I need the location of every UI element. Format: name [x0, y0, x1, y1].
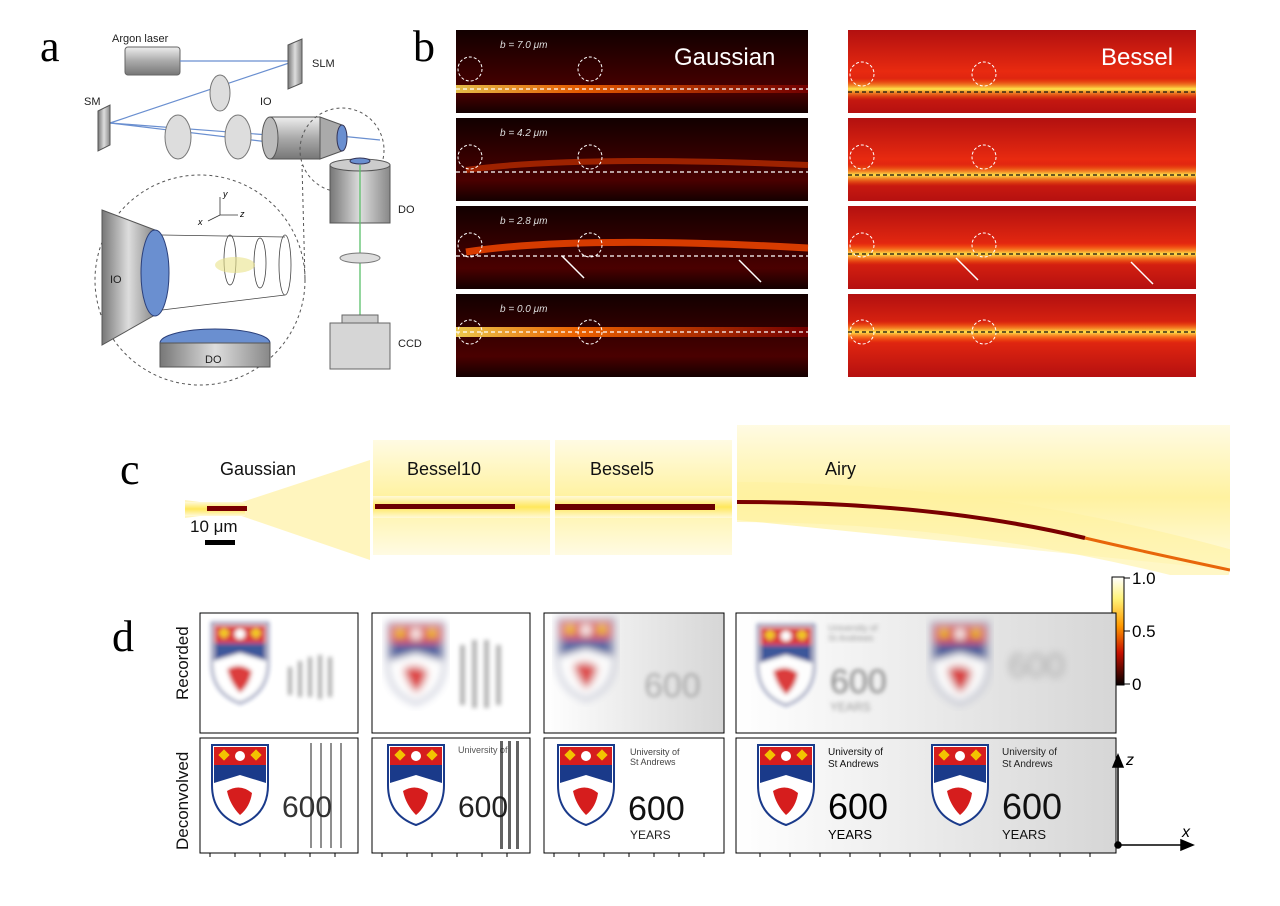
slm-label: SLM: [312, 58, 335, 70]
deconvolved-gaussian: 600: [199, 737, 359, 854]
deconvolved-bessel5-st: St Andrews: [630, 757, 676, 767]
beam-label-gaussian: Gaussian: [220, 459, 296, 479]
axis-z-indicator-label: z: [1125, 752, 1134, 769]
b-value-3: b = 2.8 μm: [500, 216, 547, 227]
zx-axis-indicator: [1111, 753, 1195, 852]
panel-label-a: a: [40, 22, 60, 71]
deconvolved-airy-st-b: St Andrews: [1002, 759, 1053, 770]
recorded-bessel5-600: 600: [644, 667, 701, 705]
recorded-airy-st: St Andrews: [828, 633, 874, 643]
bessel-row-4: [848, 294, 1196, 377]
panel-b-images: Gaussian b = 7.0 μm b = 4.2 μm b = 2.8 μ…: [456, 30, 1196, 377]
b-value-4: b = 0.0 μm: [500, 304, 547, 315]
io-objective-icon: [261, 116, 348, 160]
axis-x-label: x: [197, 217, 203, 227]
colorbar-tick-mid: 0.5: [1132, 622, 1156, 641]
recorded-airy-univ: University of: [828, 623, 878, 633]
io-label-top: IO: [260, 96, 272, 108]
gaussian-title: Gaussian: [674, 44, 775, 71]
colorbar-tick-top: 1.0: [1132, 572, 1156, 588]
airy-beam: [736, 425, 1230, 575]
b-value-1: b = 7.0 μm: [500, 40, 547, 51]
sm-label: SM: [84, 96, 101, 108]
row-label-deconvolved: Deconvolved: [173, 752, 192, 850]
panel-c-beams: Gaussian Bessel10 Bessel5 Airy 10 μm: [185, 425, 1230, 575]
bessel5-beam: [555, 440, 732, 555]
bessel-row-1: [848, 30, 1196, 113]
io-label-zoom: IO: [110, 274, 122, 286]
deconvolved-bessel10-univ: University of: [458, 745, 508, 755]
recorded-gaussian: [199, 612, 359, 734]
recorded-airy-600: 600: [830, 663, 887, 701]
row-label-recorded: Recorded: [173, 626, 192, 700]
axis-y-label: y: [222, 189, 228, 199]
panel-label-b: b: [413, 22, 435, 71]
gaussian-row-4: [456, 294, 808, 377]
recorded-airy-years: YEARS: [830, 700, 871, 714]
panel-label-d: d: [112, 612, 134, 661]
bessel-title: Bessel: [1101, 44, 1173, 71]
deconvolved-airy-600: 600: [828, 786, 888, 827]
argon-laser-label: Argon laser: [112, 33, 169, 45]
beam-label-bessel5: Bessel5: [590, 459, 654, 479]
argon-laser-icon: [124, 46, 181, 76]
recorded-bessel5: 600: [543, 612, 725, 734]
axis-x-indicator-label: x: [1181, 824, 1191, 841]
deconvolved-airy-st: St Andrews: [828, 759, 879, 770]
axis-z-label: z: [239, 209, 245, 219]
bessel10-beam: [373, 440, 550, 555]
deconvolved-airy-univ: University of: [828, 747, 883, 758]
bessel-row-3: [848, 206, 1196, 289]
deconvolved-airy-600-b: 600: [1002, 786, 1062, 827]
deconvolved-bessel10-600: 600: [458, 791, 508, 824]
bessel-row-2: [848, 118, 1196, 201]
recorded-airy: University of St Andrews 600 YEARS 600: [735, 612, 1117, 734]
recorded-bessel10: [371, 612, 531, 734]
deconvolved-airy-univ-b: University of: [1002, 747, 1057, 758]
deconvolved-bessel5: University of St Andrews 600 YEARS: [543, 737, 725, 854]
deconvolved-airy-years: YEARS: [828, 827, 872, 842]
gaussian-row-2: [456, 118, 809, 201]
beam-label-bessel10: Bessel10: [407, 459, 481, 479]
deconvolved-bessel5-600: 600: [628, 790, 685, 828]
deconvolved-airy: University of St Andrews 600 YEARS Unive…: [735, 737, 1117, 854]
gaussian-row-1: [456, 30, 808, 113]
panel-label-c: c: [120, 445, 140, 494]
gaussian-row-3: [456, 206, 809, 289]
scalebar-label: 10 μm: [190, 517, 238, 536]
deconvolved-bessel5-univ: University of: [630, 747, 680, 757]
colorbar-tick-bottom: 0: [1132, 675, 1141, 692]
deconvolved-bessel5-years: YEARS: [630, 828, 671, 842]
deconvolved-gaussian-600: 600: [282, 791, 332, 824]
slm-mirror-icon: [287, 38, 303, 90]
beam-label-airy: Airy: [825, 459, 856, 479]
b-value-2: b = 4.2 μm: [500, 128, 547, 139]
ccd-label: CCD: [398, 338, 422, 350]
do-label-zoom: DO: [205, 354, 222, 366]
do-label-right: DO: [398, 204, 415, 216]
panel-d-images: Recorded Deconvolved 600 University of S…: [173, 612, 1195, 857]
deconvolved-airy-years-b: YEARS: [1002, 827, 1046, 842]
recorded-airy-600b: 600: [1008, 647, 1065, 685]
ccd-camera-icon: [329, 314, 391, 370]
optical-setup-diagram: Argon laser SLM SM IO DO CCD: [84, 33, 422, 386]
deconvolved-bessel10: University of 600: [371, 737, 531, 854]
gaussian-beam: [185, 460, 370, 560]
sm-mirror-icon: [97, 104, 111, 152]
scalebar: [205, 540, 235, 545]
